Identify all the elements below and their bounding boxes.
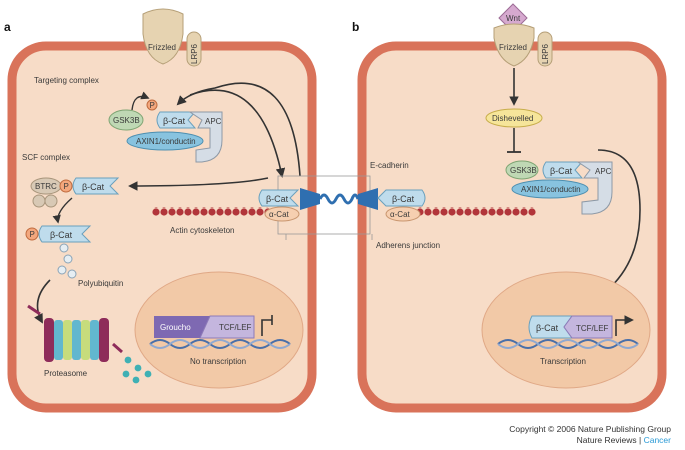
inhibition-dsh-to-gsk: [507, 128, 521, 153]
arrow-junction-to-complex: [176, 82, 301, 177]
axin-label-b: AXIN1/conductin: [521, 185, 581, 194]
lrp6-label-b: LRP6: [541, 43, 550, 64]
beta-cat-b1: [542, 161, 584, 179]
transcription-active-icon: [615, 315, 634, 336]
apc-b: [576, 161, 613, 215]
frizzled-receptor-b: [493, 23, 535, 67]
journal-separator: |: [639, 435, 642, 445]
beta-cat-junction-label-a: β-Cat: [266, 194, 289, 204]
copyright-line: Copyright © 2006 Nature Publishing Group: [509, 424, 671, 434]
wnt-label: Wnt: [506, 14, 521, 23]
beta-cat-label-a1: β-Cat: [163, 116, 186, 126]
arrow-scf-to-ub: [52, 197, 73, 224]
journal-section: Cancer: [643, 435, 671, 445]
transcription-label: Transcription: [540, 357, 586, 366]
btrc: [30, 177, 62, 208]
axin-label-a: AXIN1/conductin: [136, 137, 196, 146]
proteasome: [27, 304, 123, 362]
polyubiquitin-chain: [57, 243, 77, 279]
phospho-a2: [59, 179, 73, 193]
targeting-complex-label: Targeting complex: [34, 76, 99, 85]
tcf-lef-label-b: TCF/LEF: [576, 324, 609, 333]
tcf-lef-label-a: TCF/LEF: [219, 323, 252, 332]
tcf-lef-a: [199, 315, 255, 339]
beta-cat-label-a3: β-Cat: [50, 230, 73, 240]
beta-cat-a1: [156, 111, 197, 129]
phospho-label-a1: P: [150, 101, 155, 110]
dishevelled-label: Dishevelled: [492, 114, 533, 123]
actin-filament-b: [416, 207, 536, 216]
gsk3b-label-b: GSK3B: [510, 166, 537, 175]
arrow-complex-to-junction: [189, 89, 286, 178]
beta-cat-label-b2: β-Cat: [536, 323, 559, 333]
beta-cat-label-a2: β-Cat: [82, 182, 105, 192]
journal-line: Nature Reviews | Cancer: [509, 435, 671, 446]
frizzled-receptor-a: [142, 8, 184, 65]
adherens-junction-label: Adherens junction: [376, 241, 440, 250]
panel-a-label: a: [4, 20, 11, 34]
e-cadherin-dimer: [300, 188, 378, 210]
gsk3b-b: [505, 160, 539, 180]
beta-cat-junction-b: [377, 189, 426, 207]
arrow-gsk-loop: [131, 91, 150, 111]
apc-a: [188, 111, 223, 163]
journal-name: Nature Reviews: [576, 435, 637, 445]
phospho-a3: [25, 227, 39, 241]
no-transcription-label: No transcription: [190, 357, 246, 366]
actin-label: Actin cytoskeleton: [170, 226, 234, 235]
alpha-cat-junction-a: [264, 206, 300, 222]
axin-a: [126, 131, 204, 151]
dishevelled: [485, 108, 543, 128]
degraded-fragments: [122, 356, 152, 384]
phospho-a1: [146, 99, 158, 111]
phospho-label-a2: P: [64, 182, 69, 191]
btrc-label: BTRC: [35, 182, 57, 191]
polyubiquitin-label: Polyubiquitin: [78, 279, 123, 288]
panel-b-label: b: [352, 20, 359, 34]
gsk3b-a: [108, 109, 144, 131]
dna-a: [149, 339, 291, 349]
alpha-cat-junction-b: [385, 206, 421, 222]
lrp6-receptor-b: [537, 31, 553, 67]
actin-filament-a: [152, 207, 270, 216]
alpha-cat-junction-label-a: α-Cat: [269, 210, 290, 219]
lrp6-receptor-a: [186, 31, 202, 67]
phospho-label-a3: P: [30, 230, 35, 239]
dna-b: [497, 339, 639, 349]
beta-cat-label-b1: β-Cat: [550, 166, 573, 176]
beta-cat-a2: [72, 177, 120, 195]
tcf-lef-b: [563, 315, 613, 339]
frizzled-label-b: Frizzled: [499, 43, 527, 52]
beta-cat-junction-a: [258, 189, 300, 207]
copyright-block: Copyright © 2006 Nature Publishing Group…: [509, 424, 671, 446]
alpha-cat-junction-label-b: α-Cat: [390, 210, 411, 219]
lrp6-label-a: LRP6: [190, 43, 199, 64]
beta-cat-a3: [38, 225, 92, 243]
proteasome-label: Proteasome: [44, 369, 88, 378]
transcription-blocked-icon: [261, 315, 273, 336]
arrow-junction-to-scf: [128, 177, 269, 191]
scf-complex-label: SCF complex: [22, 153, 70, 162]
frizzled-label-a: Frizzled: [148, 43, 176, 52]
arrow-to-proteasome: [34, 279, 51, 324]
groucho-protein: [154, 316, 210, 338]
apc-label-b: APC: [595, 167, 612, 176]
gsk3b-label-a: GSK3B: [113, 116, 140, 125]
e-cadherin-label: E-cadherin: [370, 161, 409, 170]
apc-label-a: APC: [205, 117, 222, 126]
groucho-label: Groucho: [160, 323, 191, 332]
axin-b: [511, 179, 589, 199]
beta-cat-junction-label-b: β-Cat: [392, 194, 415, 204]
